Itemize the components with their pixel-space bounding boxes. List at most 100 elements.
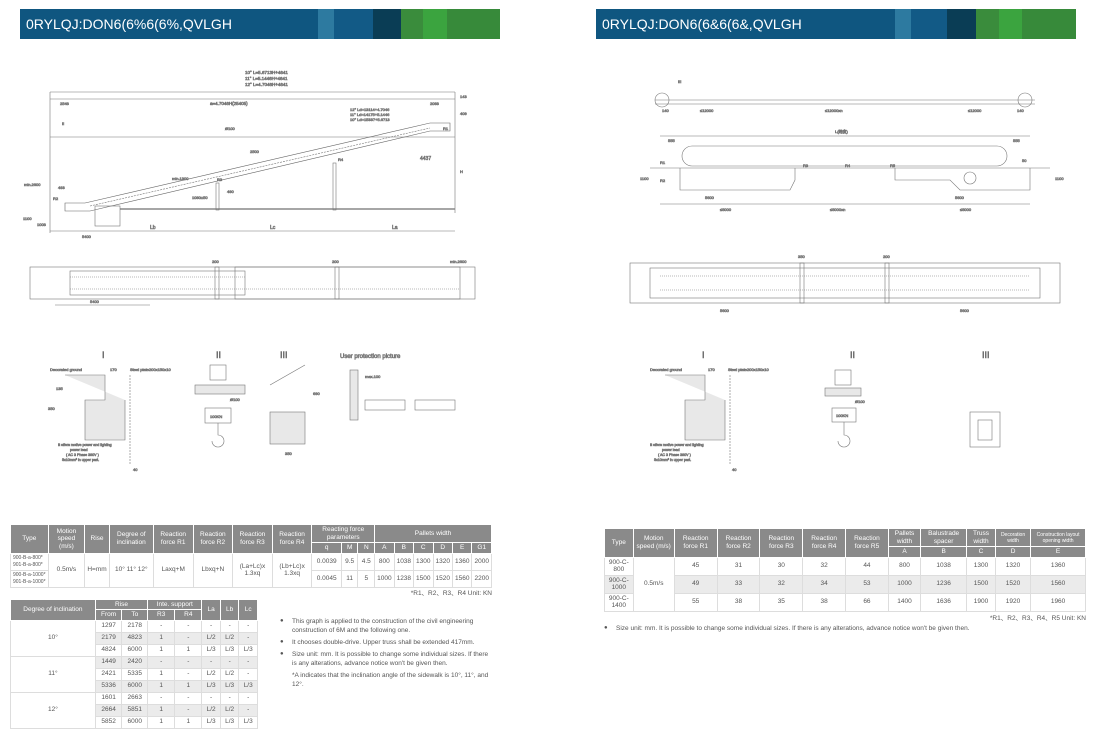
type-cell: 900-B-a-800*901-B-a-800* bbox=[10, 552, 49, 571]
svg-text:140: 140 bbox=[1017, 108, 1024, 113]
svg-text:170: 170 bbox=[110, 367, 117, 372]
column-header: Rise bbox=[84, 524, 110, 554]
svg-text:R3: R3 bbox=[803, 163, 809, 168]
table-cell: L/3 bbox=[201, 679, 221, 693]
header-stripe bbox=[1022, 9, 1076, 39]
table-cell: 1 bbox=[174, 643, 203, 657]
left-unit-note: *R1、R2、R3、R4 Unit: KN bbox=[410, 589, 492, 597]
column-header: Reaction force R1 bbox=[152, 524, 194, 554]
table-cell: 1400 bbox=[887, 592, 922, 612]
svg-text:≤6000: ≤6000 bbox=[720, 207, 732, 212]
svg-text:1080±50: 1080±50 bbox=[192, 195, 208, 200]
header-stripe bbox=[401, 9, 423, 39]
table-cell: 2421 bbox=[94, 667, 123, 681]
table-cell: 1236 bbox=[920, 574, 968, 594]
svg-text:200: 200 bbox=[883, 254, 890, 259]
svg-text:Ø100: Ø100 bbox=[855, 399, 866, 404]
svg-text:R4: R4 bbox=[845, 163, 851, 168]
column-header: Reaction force R2 bbox=[192, 524, 234, 554]
table-cell: 6000 bbox=[121, 679, 149, 693]
table-cell: 900-C-1000 bbox=[604, 574, 634, 594]
table-cell: 1500 bbox=[966, 574, 996, 594]
svg-text:555: 555 bbox=[668, 138, 675, 143]
svg-text:5x10mm² in upper part.: 5x10mm² in upper part. bbox=[654, 458, 691, 462]
table-cell: L/3 bbox=[219, 679, 240, 693]
table-cell: (Lb+Lc)x 1.3xq bbox=[271, 552, 313, 588]
column-header: Reaction force R1 bbox=[673, 528, 718, 558]
detail-iii-title: III bbox=[280, 350, 288, 360]
formula-text: 12° L=4.7046H+4641 bbox=[245, 82, 288, 87]
table-cell: - bbox=[147, 619, 176, 633]
table-cell: 53 bbox=[845, 574, 889, 594]
header-stripe bbox=[999, 9, 1022, 39]
svg-text:200: 200 bbox=[332, 259, 339, 264]
type-label: 900-B-a-1000* bbox=[13, 571, 46, 578]
svg-text:R5: R5 bbox=[890, 163, 896, 168]
column-subheader: B bbox=[393, 542, 415, 554]
column-header: Lc bbox=[238, 598, 258, 621]
table-cell: 1238 bbox=[393, 569, 415, 588]
header-stripe bbox=[373, 9, 401, 39]
right-header-title: 0RYLQJ:DON6(6&6(6&,QVLGH bbox=[596, 9, 895, 39]
svg-text:R3: R3 bbox=[217, 177, 223, 182]
table-cell: 2200 bbox=[471, 569, 492, 588]
svg-text:2093: 2093 bbox=[430, 101, 440, 106]
column-header: Reaction force R4 bbox=[802, 528, 847, 558]
table-cell: - bbox=[147, 691, 176, 705]
svg-text:170: 170 bbox=[708, 367, 715, 372]
table-cell: L/2 bbox=[219, 631, 240, 645]
table-cell: 2664 bbox=[94, 703, 123, 717]
column-subheader: C bbox=[966, 546, 996, 558]
svg-text:II: II bbox=[62, 121, 64, 126]
column-subheader: R3 bbox=[147, 609, 176, 621]
svg-text:5400: 5400 bbox=[82, 234, 92, 239]
svg-text:III: III bbox=[982, 350, 990, 360]
table-cell: 38 bbox=[802, 592, 847, 612]
svg-text:min.2600: min.2600 bbox=[24, 182, 41, 187]
table-cell: 1000 bbox=[887, 574, 922, 594]
column-header: Degree of inclination bbox=[108, 524, 154, 554]
svg-text:1100: 1100 bbox=[23, 216, 32, 221]
table-cell: L/2 bbox=[219, 667, 240, 681]
table-cell: 1 bbox=[147, 631, 176, 645]
svg-text:I: I bbox=[702, 350, 705, 360]
table-cell: L/2 bbox=[219, 703, 240, 717]
table-cell: 9.5 bbox=[340, 552, 359, 571]
table-cell: 1601 bbox=[94, 691, 123, 705]
table-cell: - bbox=[219, 655, 240, 669]
column-header: Reaction force R2 bbox=[716, 528, 761, 558]
svg-text:40: 40 bbox=[133, 467, 138, 472]
svg-text:350: 350 bbox=[48, 406, 55, 411]
table-cell: - bbox=[238, 703, 258, 717]
svg-text:40: 40 bbox=[732, 467, 737, 472]
table-cell: - bbox=[238, 619, 258, 633]
table-cell: 66 bbox=[845, 592, 889, 612]
svg-text:690: 690 bbox=[313, 391, 320, 396]
table-cell: 900-C-1400 bbox=[604, 592, 634, 612]
header-stripe bbox=[976, 9, 999, 39]
svg-text:50: 50 bbox=[1022, 158, 1027, 163]
svg-text:R2: R2 bbox=[53, 196, 59, 201]
column-subheader: D bbox=[432, 542, 453, 554]
column-subheader: A bbox=[887, 546, 922, 558]
column-header: Degree of inclination bbox=[10, 598, 96, 621]
svg-text:H: H bbox=[460, 169, 463, 174]
formula-text: 10° L=5.6713H+4641 bbox=[245, 70, 288, 75]
table-cell: 1320 bbox=[432, 552, 453, 571]
svg-text:max.100: max.100 bbox=[365, 374, 381, 379]
table-cell: - bbox=[219, 691, 240, 705]
left-details-drawing: I II III User protection picture Decorat… bbox=[48, 350, 456, 472]
column-header: Inte. support bbox=[147, 598, 203, 610]
svg-text:min.1300: min.1300 bbox=[172, 176, 189, 181]
table-cell: 38 bbox=[716, 592, 761, 612]
svg-text:≤12000xn: ≤12000xn bbox=[825, 108, 843, 113]
svg-text:power lead: power lead bbox=[662, 448, 680, 452]
table-cell: 1900 bbox=[966, 592, 996, 612]
svg-text:490: 490 bbox=[227, 189, 234, 194]
column-header: Reaction force R3 bbox=[232, 524, 273, 554]
